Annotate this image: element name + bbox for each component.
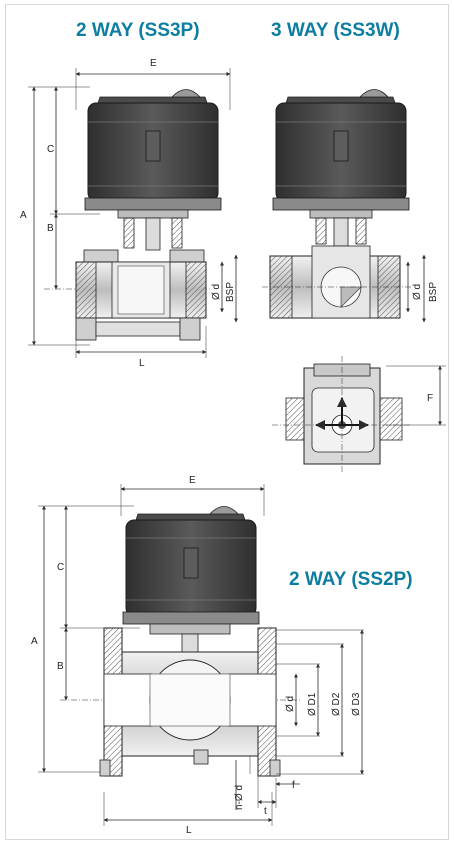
ss3w-drawing: Ø d BSP F [262,89,446,474]
ss2p-dim-t: t [264,806,267,817]
ss2p-dim-l: L [186,825,192,836]
ss2p-dim-f: f [292,780,295,791]
ss2p-dim-a: A [31,636,38,647]
ss3w-dim-f: F [427,393,433,404]
title-2way-ss2p: 2 WAY (SS2P) [289,569,413,590]
ss3p-dim-b: B [47,223,54,234]
ss2p-drawing: Ø d Ø D1 Ø D2 Ø D3 n-Ø d t f C A B E L [31,475,364,836]
ss3w-dim-bsp: BSP [428,282,439,302]
ss3w-dim-d: Ø d [412,284,423,300]
ss3p-dim-bsp: BSP [225,282,236,302]
ss3p-drawing: C A B E L Ø d BSP [20,58,238,369]
ss2p-dim-d: Ø d [285,696,296,712]
title-2way-ss3p: 2 WAY (SS3P) [76,20,200,41]
ss2p-dim-c: C [57,562,64,573]
ss3p-dim-c: C [47,144,54,155]
ss2p-dim-d3: Ø D3 [351,692,362,716]
ss2p-dim-e: E [189,475,196,486]
ss2p-dim-b: B [57,661,64,672]
ss3p-dim-e: E [150,58,157,69]
ss3p-dim-l: L [139,358,145,369]
ss2p-dim-d2: Ø D2 [331,692,342,716]
title-3way-ss3w: 3 WAY (SS3W) [271,20,400,41]
ss3p-dim-a: A [20,210,27,221]
ss2p-dim-nd: n-Ø d [234,785,245,810]
ss3p-dim-d: Ø d [211,284,222,300]
ss2p-dim-d1: Ø D1 [307,692,318,716]
page-border [5,4,449,840]
